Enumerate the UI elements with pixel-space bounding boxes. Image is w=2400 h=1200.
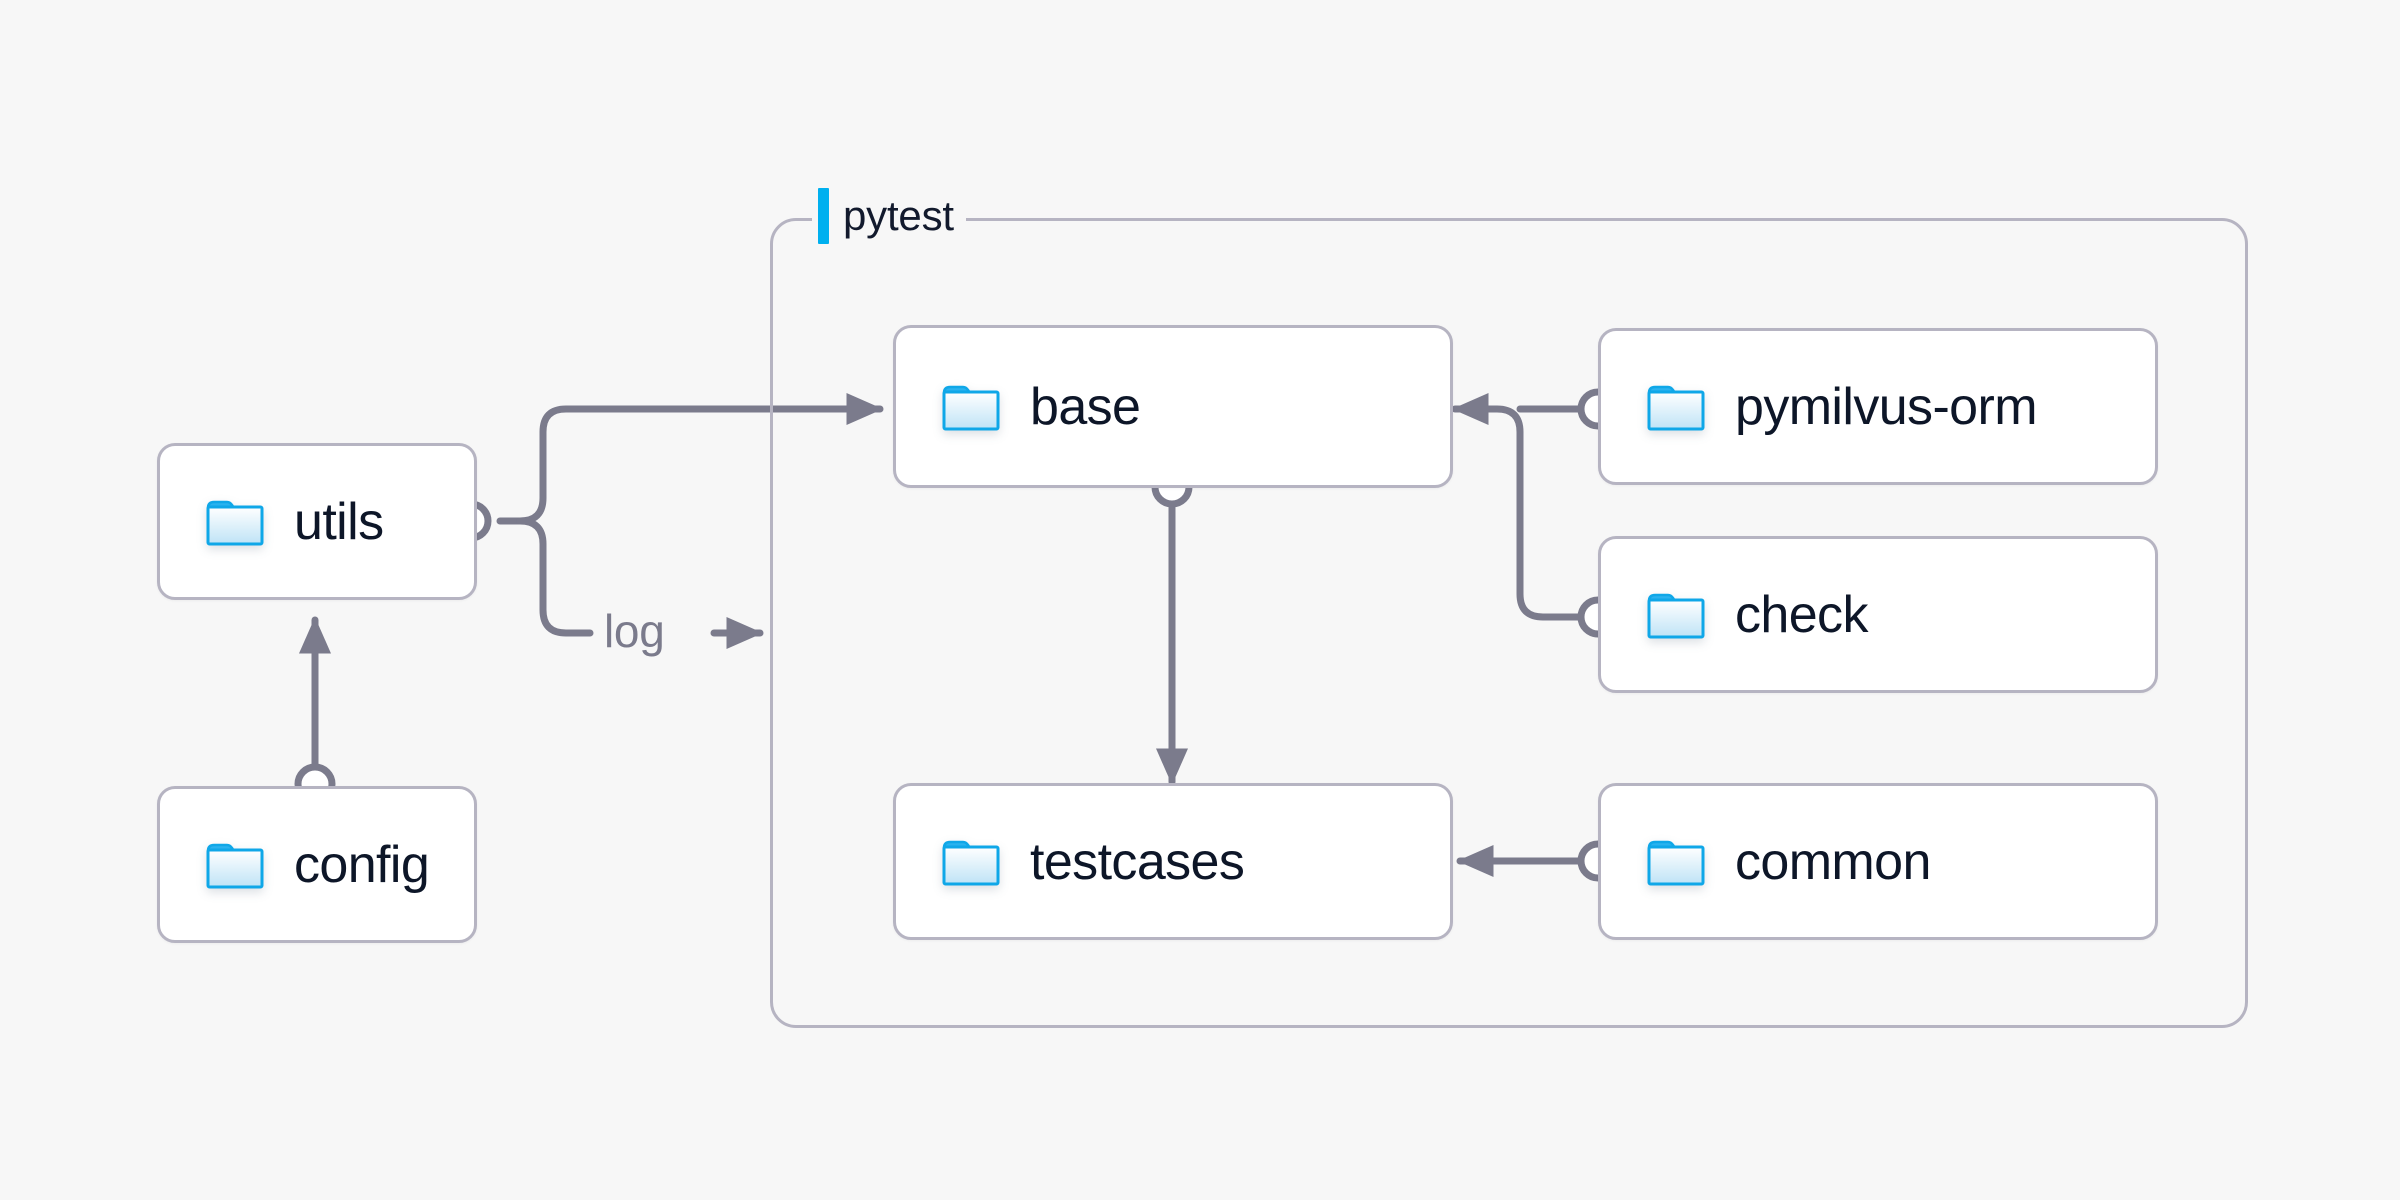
folder-icon xyxy=(942,383,1000,431)
edge-label-log: log xyxy=(604,605,665,657)
node-label: pymilvus-orm xyxy=(1735,377,2038,436)
group-pytest-label: pytest xyxy=(812,188,966,244)
edge-utils-log xyxy=(516,517,594,637)
node-label: base xyxy=(1030,377,1141,436)
node-config[interactable]: config xyxy=(157,786,477,943)
node-pymilvus-orm[interactable]: pymilvus-orm xyxy=(1598,328,2158,485)
folder-icon xyxy=(1647,383,1705,431)
folder-icon xyxy=(1647,838,1705,886)
folder-icon xyxy=(942,838,1000,886)
node-label: common xyxy=(1735,832,1931,891)
node-common[interactable]: common xyxy=(1598,783,2158,940)
node-base[interactable]: base xyxy=(893,325,1453,488)
group-pytest-title: pytest xyxy=(843,192,954,239)
node-testcases[interactable]: testcases xyxy=(893,783,1453,940)
node-label: check xyxy=(1735,585,1868,644)
folder-icon xyxy=(1647,591,1705,639)
group-pytest[interactable] xyxy=(770,218,2248,1028)
folder-icon xyxy=(206,841,264,889)
node-label: utils xyxy=(294,492,384,551)
node-check[interactable]: check xyxy=(1598,536,2158,693)
node-utils[interactable]: utils xyxy=(157,443,477,600)
group-accent-bar xyxy=(818,188,829,244)
node-label: config xyxy=(294,835,430,894)
node-label: testcases xyxy=(1030,832,1245,891)
folder-icon xyxy=(206,498,264,546)
